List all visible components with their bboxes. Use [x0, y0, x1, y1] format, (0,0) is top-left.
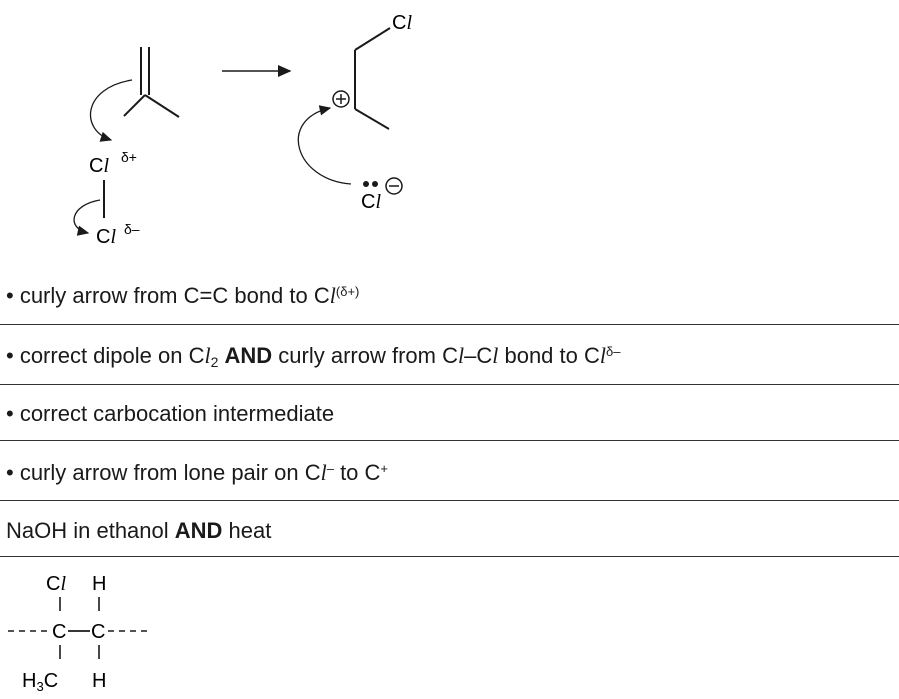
- carbocation-structure: [354, 27, 391, 130]
- curly-arrow-alkene: [89, 79, 133, 142]
- mark-curly-arrow-cc: • curly arrow from C=C bond to Cl(δ+): [6, 283, 360, 308]
- curly-arrow-anion: [297, 105, 352, 185]
- frag-h-bottom: H: [92, 670, 106, 692]
- cl-top-charge: δ+: [121, 149, 137, 165]
- mark-dipole-cl2: • correct dipole on Cl2 AND curly arrow …: [6, 343, 621, 370]
- cl-bottom-label: Cl: [96, 226, 116, 248]
- divider: [0, 440, 899, 441]
- frag-c2: C: [91, 621, 105, 643]
- divider: [0, 556, 899, 557]
- divider: [0, 324, 899, 325]
- frag-c1: C: [52, 621, 66, 643]
- cl-top-label: Cl: [89, 155, 109, 177]
- lone-pair-dot: [363, 181, 369, 187]
- repeat-unit-structure: Cl H C C H3C H: [8, 573, 152, 694]
- lone-pair-dot: [372, 181, 378, 187]
- frag-cl-label: Cl: [46, 573, 66, 595]
- divider: [0, 384, 899, 385]
- frag-h3c: H3C: [22, 670, 58, 694]
- mark-reagents: NaOH in ethanol AND heat: [6, 518, 272, 543]
- mark-carbocation: • correct carbocation intermediate: [6, 401, 335, 426]
- curly-arrow-bond: [73, 199, 101, 236]
- mark-lone-pair-arrow: • curly arrow from lone pair on Cl– to C…: [6, 460, 389, 485]
- anion-cl-label: Cl: [361, 191, 381, 213]
- alkene-structure: [123, 47, 180, 118]
- mechanism-diagram: Cl δ+ Cl δ– Cl Cl: [73, 12, 412, 248]
- frag-h-top: H: [92, 573, 106, 595]
- product-cl-label: Cl: [392, 12, 412, 34]
- cl-bottom-charge: δ–: [124, 221, 140, 237]
- divider: [0, 500, 899, 501]
